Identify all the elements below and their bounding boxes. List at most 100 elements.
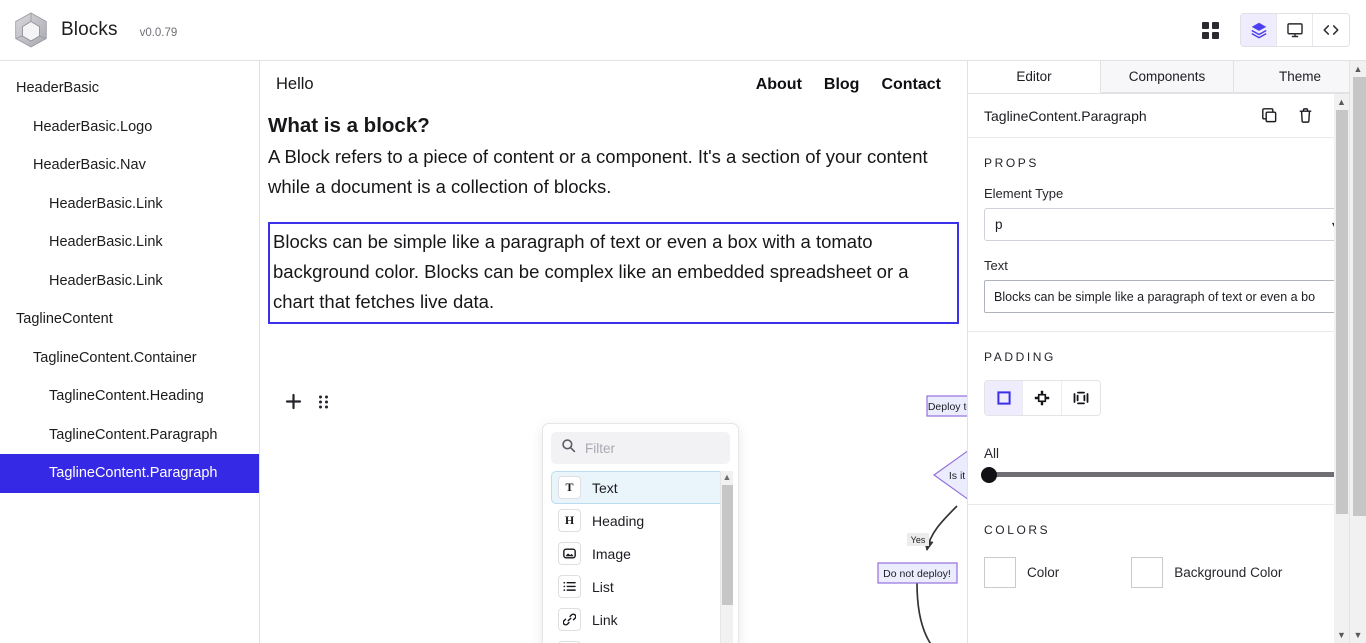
- tree-item-headerbasic-nav[interactable]: HeaderBasic.Nav: [0, 146, 259, 185]
- plus-icon[interactable]: [284, 392, 303, 411]
- nav-link-about[interactable]: About: [755, 76, 802, 93]
- document-heading[interactable]: What is a block?: [268, 114, 430, 137]
- nav-link-blog[interactable]: Blog: [823, 76, 860, 93]
- padding-slider[interactable]: [981, 466, 1350, 483]
- tab-editor[interactable]: Editor: [968, 61, 1101, 93]
- list-icon: [558, 575, 581, 598]
- element-type-select[interactable]: p ▼: [984, 208, 1350, 241]
- padding-slider-label: All: [984, 446, 1000, 461]
- layer-tree-sidebar[interactable]: HeaderBasic HeaderBasic.Logo HeaderBasic…: [0, 61, 260, 643]
- inspector-header: TaglineContent.Paragraph: [968, 94, 1366, 138]
- editor-canvas[interactable]: Hello About Blog Contact What is a block…: [260, 61, 968, 643]
- menu-item-text[interactable]: T Text: [551, 471, 730, 504]
- site-header: Hello About Blog Contact: [268, 61, 959, 94]
- drag-handle-icon[interactable]: [317, 393, 330, 411]
- svg-text:Is it Friday?: Is it Friday?: [949, 470, 968, 482]
- duplicate-icon[interactable]: [1261, 107, 1278, 124]
- trash-icon[interactable]: [1297, 107, 1314, 124]
- inner-scrollbar-thumb[interactable]: [1336, 110, 1348, 514]
- padding-all-icon[interactable]: [985, 381, 1024, 415]
- tree-item-headerbasic-link-1[interactable]: HeaderBasic.Link: [0, 185, 259, 224]
- tree-item-label: HeaderBasic.Logo: [33, 118, 153, 135]
- layers-view-button[interactable]: [1241, 14, 1277, 46]
- inner-scroll-up-icon[interactable]: ▲: [1337, 97, 1346, 107]
- menu-item-label: Image: [592, 545, 631, 562]
- background-color-swatch[interactable]: [1131, 557, 1164, 588]
- menu-scroll-area: T Text H Heading: [551, 471, 733, 643]
- selected-paragraph-text: Blocks can be simple like a paragraph of…: [273, 231, 909, 312]
- code-view-button[interactable]: [1313, 14, 1349, 46]
- tree-item-label: HeaderBasic.Link: [49, 195, 163, 212]
- menu-item-list[interactable]: List: [551, 570, 730, 603]
- nav-link-contact[interactable]: Contact: [881, 76, 941, 93]
- app-version: v0.0.79: [139, 27, 178, 39]
- tree-item-headerbasic-logo[interactable]: HeaderBasic.Logo: [0, 108, 259, 147]
- filter-row: [551, 432, 738, 464]
- workspace: HeaderBasic HeaderBasic.Logo HeaderBasic…: [0, 61, 1366, 643]
- inner-scroll-down-icon[interactable]: ▼: [1337, 630, 1346, 640]
- document-intro-paragraph[interactable]: A Block refers to a piece of content or …: [268, 146, 928, 197]
- padding-section: PADDING: [968, 332, 1366, 483]
- filter-input[interactable]: [585, 440, 738, 456]
- color-swatch[interactable]: [984, 557, 1016, 588]
- menu-scrollbar[interactable]: ▲ ▼: [720, 471, 733, 643]
- tree-item-taglinecontent-heading[interactable]: TaglineContent.Heading: [0, 377, 259, 416]
- menu-item-link[interactable]: Link: [551, 603, 730, 636]
- tree-item-taglinecontent-paragraph-2[interactable]: TaglineContent.Paragraph: [0, 454, 259, 493]
- padding-slider-row: All 0: [984, 446, 1350, 461]
- padding-section-title: PADDING: [984, 350, 1056, 364]
- preview-view-button[interactable]: [1277, 14, 1313, 46]
- tree-item-headerbasic-link-2[interactable]: HeaderBasic.Link: [0, 223, 259, 262]
- padding-axis-icon[interactable]: [1023, 381, 1062, 415]
- inspector-scroll-body: TaglineContent.Paragraph: [968, 94, 1366, 643]
- tree-item-taglinecontent-paragraph-1[interactable]: TaglineContent.Paragraph: [0, 416, 259, 455]
- padding-sides-icon[interactable]: [1061, 381, 1100, 415]
- color-picker-background[interactable]: Background Color: [1131, 557, 1282, 588]
- tree-item-taglinecontent[interactable]: TaglineContent: [0, 300, 259, 339]
- inspector-panel-scrollbar[interactable]: ▲ ▼: [1349, 61, 1366, 643]
- colors-section: COLORS Color Background Color: [968, 505, 1366, 588]
- tree-item-taglinecontent-container[interactable]: TaglineContent.Container: [0, 339, 259, 378]
- site-nav: About Blog Contact: [756, 76, 941, 94]
- colors-section-title: COLORS: [984, 523, 1051, 537]
- color-label: Color: [1027, 565, 1060, 580]
- text-prop-label: Text: [984, 258, 1008, 273]
- selected-element-name: TaglineContent.Paragraph: [984, 107, 1147, 124]
- tree-item-headerbasic[interactable]: HeaderBasic: [0, 69, 259, 108]
- menu-list: T Text H Heading: [551, 471, 730, 643]
- outer-scroll-up-icon[interactable]: ▲: [1353, 64, 1363, 74]
- view-mode-group: [1240, 13, 1350, 47]
- selected-paragraph-block[interactable]: Blocks can be simple like a paragraph of…: [268, 222, 959, 324]
- document-body: Hello About Blog Contact What is a block…: [260, 61, 967, 324]
- app-title: Blocks: [61, 19, 118, 40]
- heading-icon: H: [558, 509, 581, 532]
- tab-components[interactable]: Components: [1101, 61, 1234, 93]
- tab-theme[interactable]: Theme: [1234, 61, 1366, 93]
- cube-logo-icon: [15, 12, 47, 48]
- element-type-value: p: [995, 217, 1003, 232]
- flowchart-diagram[interactable]: Deploy to production Is it Friday? Yes N…: [872, 393, 968, 643]
- menu-item-heading[interactable]: H Heading: [551, 504, 730, 537]
- tree-item-label: HeaderBasic.Nav: [33, 157, 146, 174]
- tree-item-headerbasic-link-3[interactable]: HeaderBasic.Link: [0, 262, 259, 301]
- outer-scrollbar-thumb[interactable]: [1353, 77, 1366, 516]
- search-icon: [561, 438, 576, 458]
- menu-item-label: List: [592, 578, 614, 595]
- insert-block-menu[interactable]: T Text H Heading: [542, 423, 739, 643]
- padding-slider-thumb[interactable]: [981, 466, 997, 483]
- outer-scroll-down-icon[interactable]: ▼: [1353, 630, 1363, 640]
- menu-item-image[interactable]: Image: [551, 537, 730, 570]
- flow-node-decision: Is it Friday?: [932, 450, 968, 500]
- link-icon: [558, 608, 581, 631]
- section-divider-2: [968, 504, 1366, 505]
- inspector-content-scrollbar[interactable]: ▲ ▼: [1334, 94, 1349, 643]
- svg-text:Yes: Yes: [911, 535, 926, 545]
- app-brand: Blocks v0.0.79: [14, 12, 177, 48]
- color-picker-text[interactable]: Color: [984, 557, 1059, 588]
- menu-item-code[interactable]: {} Code Ctrl+⇧+D: [551, 636, 730, 643]
- tree-item-label: TaglineContent: [16, 311, 113, 328]
- text-prop-input[interactable]: [984, 280, 1350, 313]
- grid-apps-icon[interactable]: [1194, 14, 1226, 46]
- scroll-up-icon[interactable]: ▲: [722, 472, 732, 482]
- menu-scrollbar-thumb[interactable]: [722, 485, 733, 605]
